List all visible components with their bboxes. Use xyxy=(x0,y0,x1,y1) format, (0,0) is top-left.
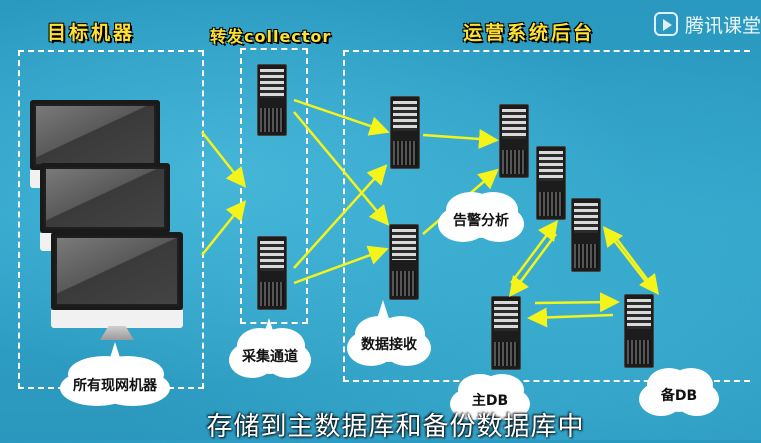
label-collection-channel: 采集通道 xyxy=(242,349,298,365)
arrow xyxy=(509,219,558,284)
alarm-server-icon xyxy=(536,146,566,220)
primary-db-server-icon xyxy=(491,296,521,370)
cloud-alarm-analysis xyxy=(454,198,508,238)
arrow xyxy=(509,233,558,298)
cloud-tail xyxy=(376,300,390,322)
arrow xyxy=(201,200,247,256)
arrow xyxy=(527,307,614,328)
arrow xyxy=(602,226,648,284)
arrow xyxy=(293,98,390,136)
label-data-receive: 数据接收 xyxy=(361,337,417,353)
alarm-server-icon xyxy=(571,198,601,272)
receiver-server-icon xyxy=(390,96,420,169)
cloud-collection-channel xyxy=(245,334,295,374)
arrow xyxy=(422,128,499,149)
cloud-primary-db xyxy=(466,380,514,416)
backup-db-server-icon xyxy=(624,294,654,368)
alarm-server-icon xyxy=(499,104,529,178)
label-all-machines: 所有现网机器 xyxy=(73,378,157,394)
monitor-icon xyxy=(30,100,160,188)
heading-target-machines: 目标机器 xyxy=(47,22,136,44)
heading-backend-system: 运营系统后台 xyxy=(463,22,596,44)
backend-region xyxy=(343,50,750,382)
label-alarm-analysis: 告警分析 xyxy=(453,213,509,229)
arrow xyxy=(612,233,660,295)
watermark-text: 腾讯课堂 xyxy=(685,15,761,37)
monitor-stand xyxy=(100,326,134,340)
label-backup-db: 备DB xyxy=(660,388,698,404)
play-icon xyxy=(654,12,678,36)
monitor-icon xyxy=(51,232,183,328)
cloud-all-machines xyxy=(76,362,154,402)
receiver-server-icon xyxy=(389,224,419,300)
arrow xyxy=(534,292,620,313)
label-primary-db: 主DB xyxy=(471,393,509,409)
arrow xyxy=(293,111,390,226)
subtitle-caption: 存储到主数据库和备份数据库中 xyxy=(206,412,585,442)
arrow xyxy=(293,245,389,285)
cloud-data-receive xyxy=(363,322,415,362)
cloud-tail xyxy=(108,342,122,364)
cloud-backup-db xyxy=(655,374,703,412)
arrow xyxy=(201,131,247,188)
arrow xyxy=(422,168,499,235)
heading-collector: 转发collector xyxy=(210,27,332,46)
arrow xyxy=(293,164,388,269)
collector-server-icon xyxy=(257,236,287,310)
collector-server-icon xyxy=(257,64,287,136)
